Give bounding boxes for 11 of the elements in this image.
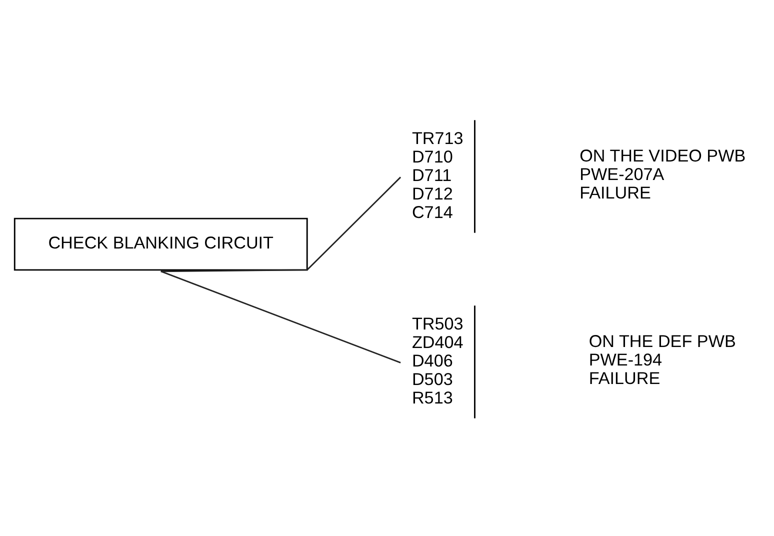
node-box: CHECK BLANKING CIRCUIT [14,217,308,270]
node-label: PWE-194 [588,350,662,370]
node-label: FAILURE [580,183,651,202]
node-text: TR713 D710 D711 D712 C714 [412,128,464,222]
node-label: ON THE DEF PWB [588,332,736,351]
connector [160,270,401,363]
node-label: ON THE VIDEO PWB [580,146,746,166]
node-label: FAILURE [588,368,660,388]
connector [160,176,402,272]
node-label: PWE-207A [580,164,664,184]
node-text: TR503 ZD404 D406 D503 R513 [412,314,464,407]
